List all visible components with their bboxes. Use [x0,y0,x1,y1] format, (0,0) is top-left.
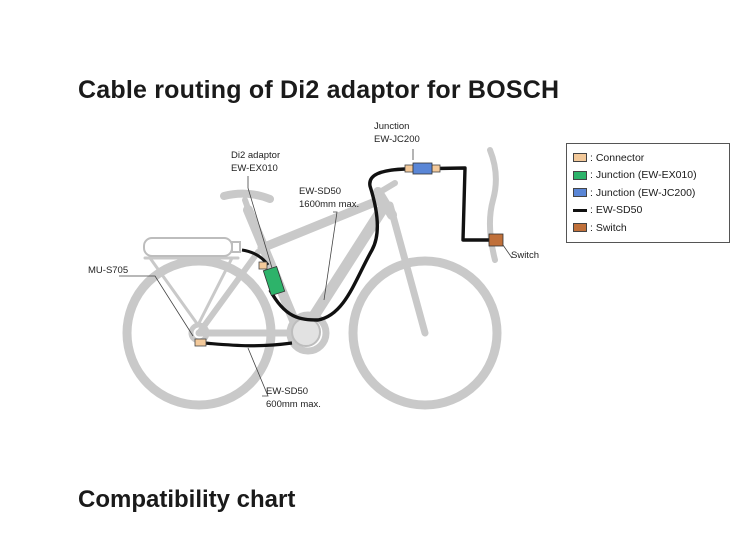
legend-item-junction-ex010: : Junction (EW-EX010) [573,167,723,185]
switch-unit [488,233,504,247]
legend-item-connector: : Connector [573,149,723,167]
front-wheel [348,256,502,410]
adaptor-model-label: EW-EX010 [231,163,278,174]
cable-short-label: EW-SD50 [266,386,308,397]
cable-short-length-label: 600mm max. [266,399,321,410]
bicycle-illustration [122,147,502,410]
junction-ex010-swatch [573,170,587,180]
cable-ew-sd50-short [203,341,293,348]
down-tube [299,199,391,336]
rear-rack [143,256,240,327]
connector-swatch [573,153,587,163]
connector [258,261,268,270]
junction-ew-jc200 [412,162,433,175]
section-title: Compatibility chart [78,486,296,513]
drive-unit [291,317,321,347]
junction-jc200-swatch [573,188,587,198]
page-title: Cable routing of Di2 adaptor for BOSCH [78,76,560,104]
legend-item-switch: : Switch [573,219,723,237]
battery [143,237,233,257]
head-tube [373,187,397,220]
cable-long-length-label: 1600mm max. [299,199,359,210]
junction-model-label: EW-JC200 [374,134,420,145]
seat-stay [196,249,261,336]
di2-adaptor-ew-ex010 [262,265,286,297]
chainring [286,311,330,355]
legend-item-cable: : EW-SD50 [573,202,723,220]
legend: : Connector : Junction (EW-EX010) : Junc… [566,143,730,243]
switch-label: Switch [511,250,539,261]
cable-long-label: EW-SD50 [299,186,341,197]
stem [377,180,398,195]
connector [404,164,414,173]
connector [194,338,207,347]
switch-swatch [573,223,587,233]
junction-label: Junction [374,121,409,132]
motor-unit-label: MU-S705 [88,265,128,276]
cable-ew-sd50-long [268,166,492,322]
fork [386,201,429,337]
legend-item-junction-jc200: : Junction (EW-JC200) [573,184,723,202]
saddle [220,189,274,203]
seat-post [242,197,253,217]
connector [431,164,441,173]
top-tube [257,195,385,253]
adaptor-label: Di2 adaptor [231,150,280,161]
cable-swatch [573,208,587,212]
